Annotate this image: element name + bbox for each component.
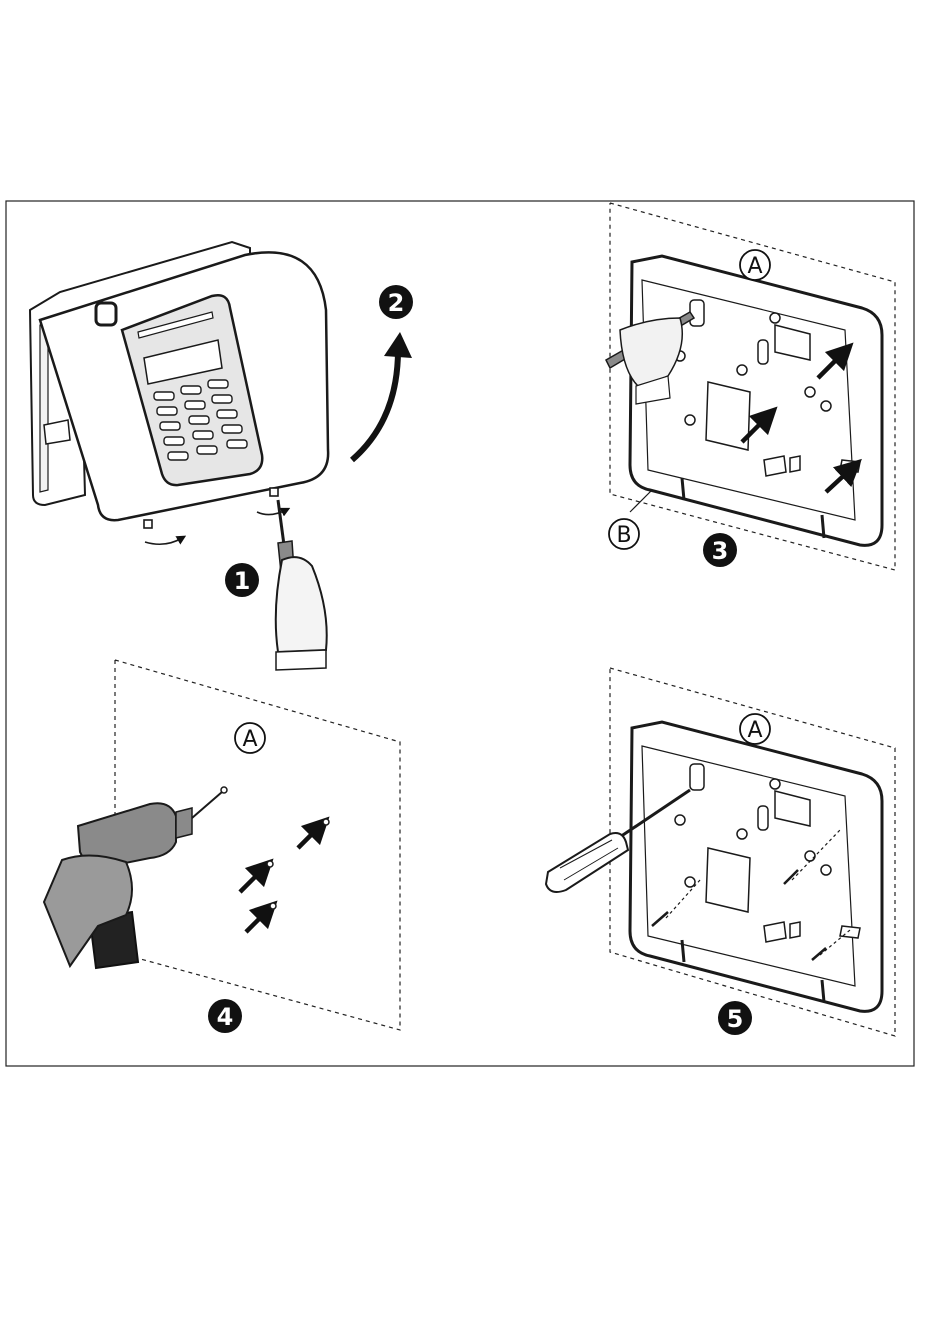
step-badge-3: 3 <box>703 533 737 567</box>
panel-opening-illustration <box>30 242 412 670</box>
step-badge-4: 4 <box>208 999 242 1033</box>
svg-text:4: 4 <box>217 1003 234 1031</box>
step-badge-2: 2 <box>379 285 413 319</box>
svg-text:A: A <box>747 254 762 279</box>
svg-text:A: A <box>747 718 762 743</box>
svg-text:1: 1 <box>234 567 251 595</box>
callout-a-drill: A <box>235 723 265 753</box>
callout-b-top: B <box>609 519 639 549</box>
svg-text:B: B <box>616 523 631 548</box>
drill-step4 <box>44 660 400 1030</box>
arrow-icon <box>240 826 320 932</box>
drill-icon <box>44 787 227 968</box>
svg-text:5: 5 <box>727 1005 744 1033</box>
callout-a-bottom: A <box>740 714 770 744</box>
hand-screwdriver-icon <box>276 500 327 670</box>
svg-text:A: A <box>242 727 257 752</box>
svg-text:3: 3 <box>712 537 729 565</box>
step-badge-5: 5 <box>718 1001 752 1035</box>
callout-a-top: A <box>740 250 770 280</box>
back-unit-step5 <box>546 668 895 1036</box>
svg-text:2: 2 <box>388 289 405 317</box>
step-badge-1: 1 <box>225 563 259 597</box>
open-arrow-icon <box>352 350 398 460</box>
